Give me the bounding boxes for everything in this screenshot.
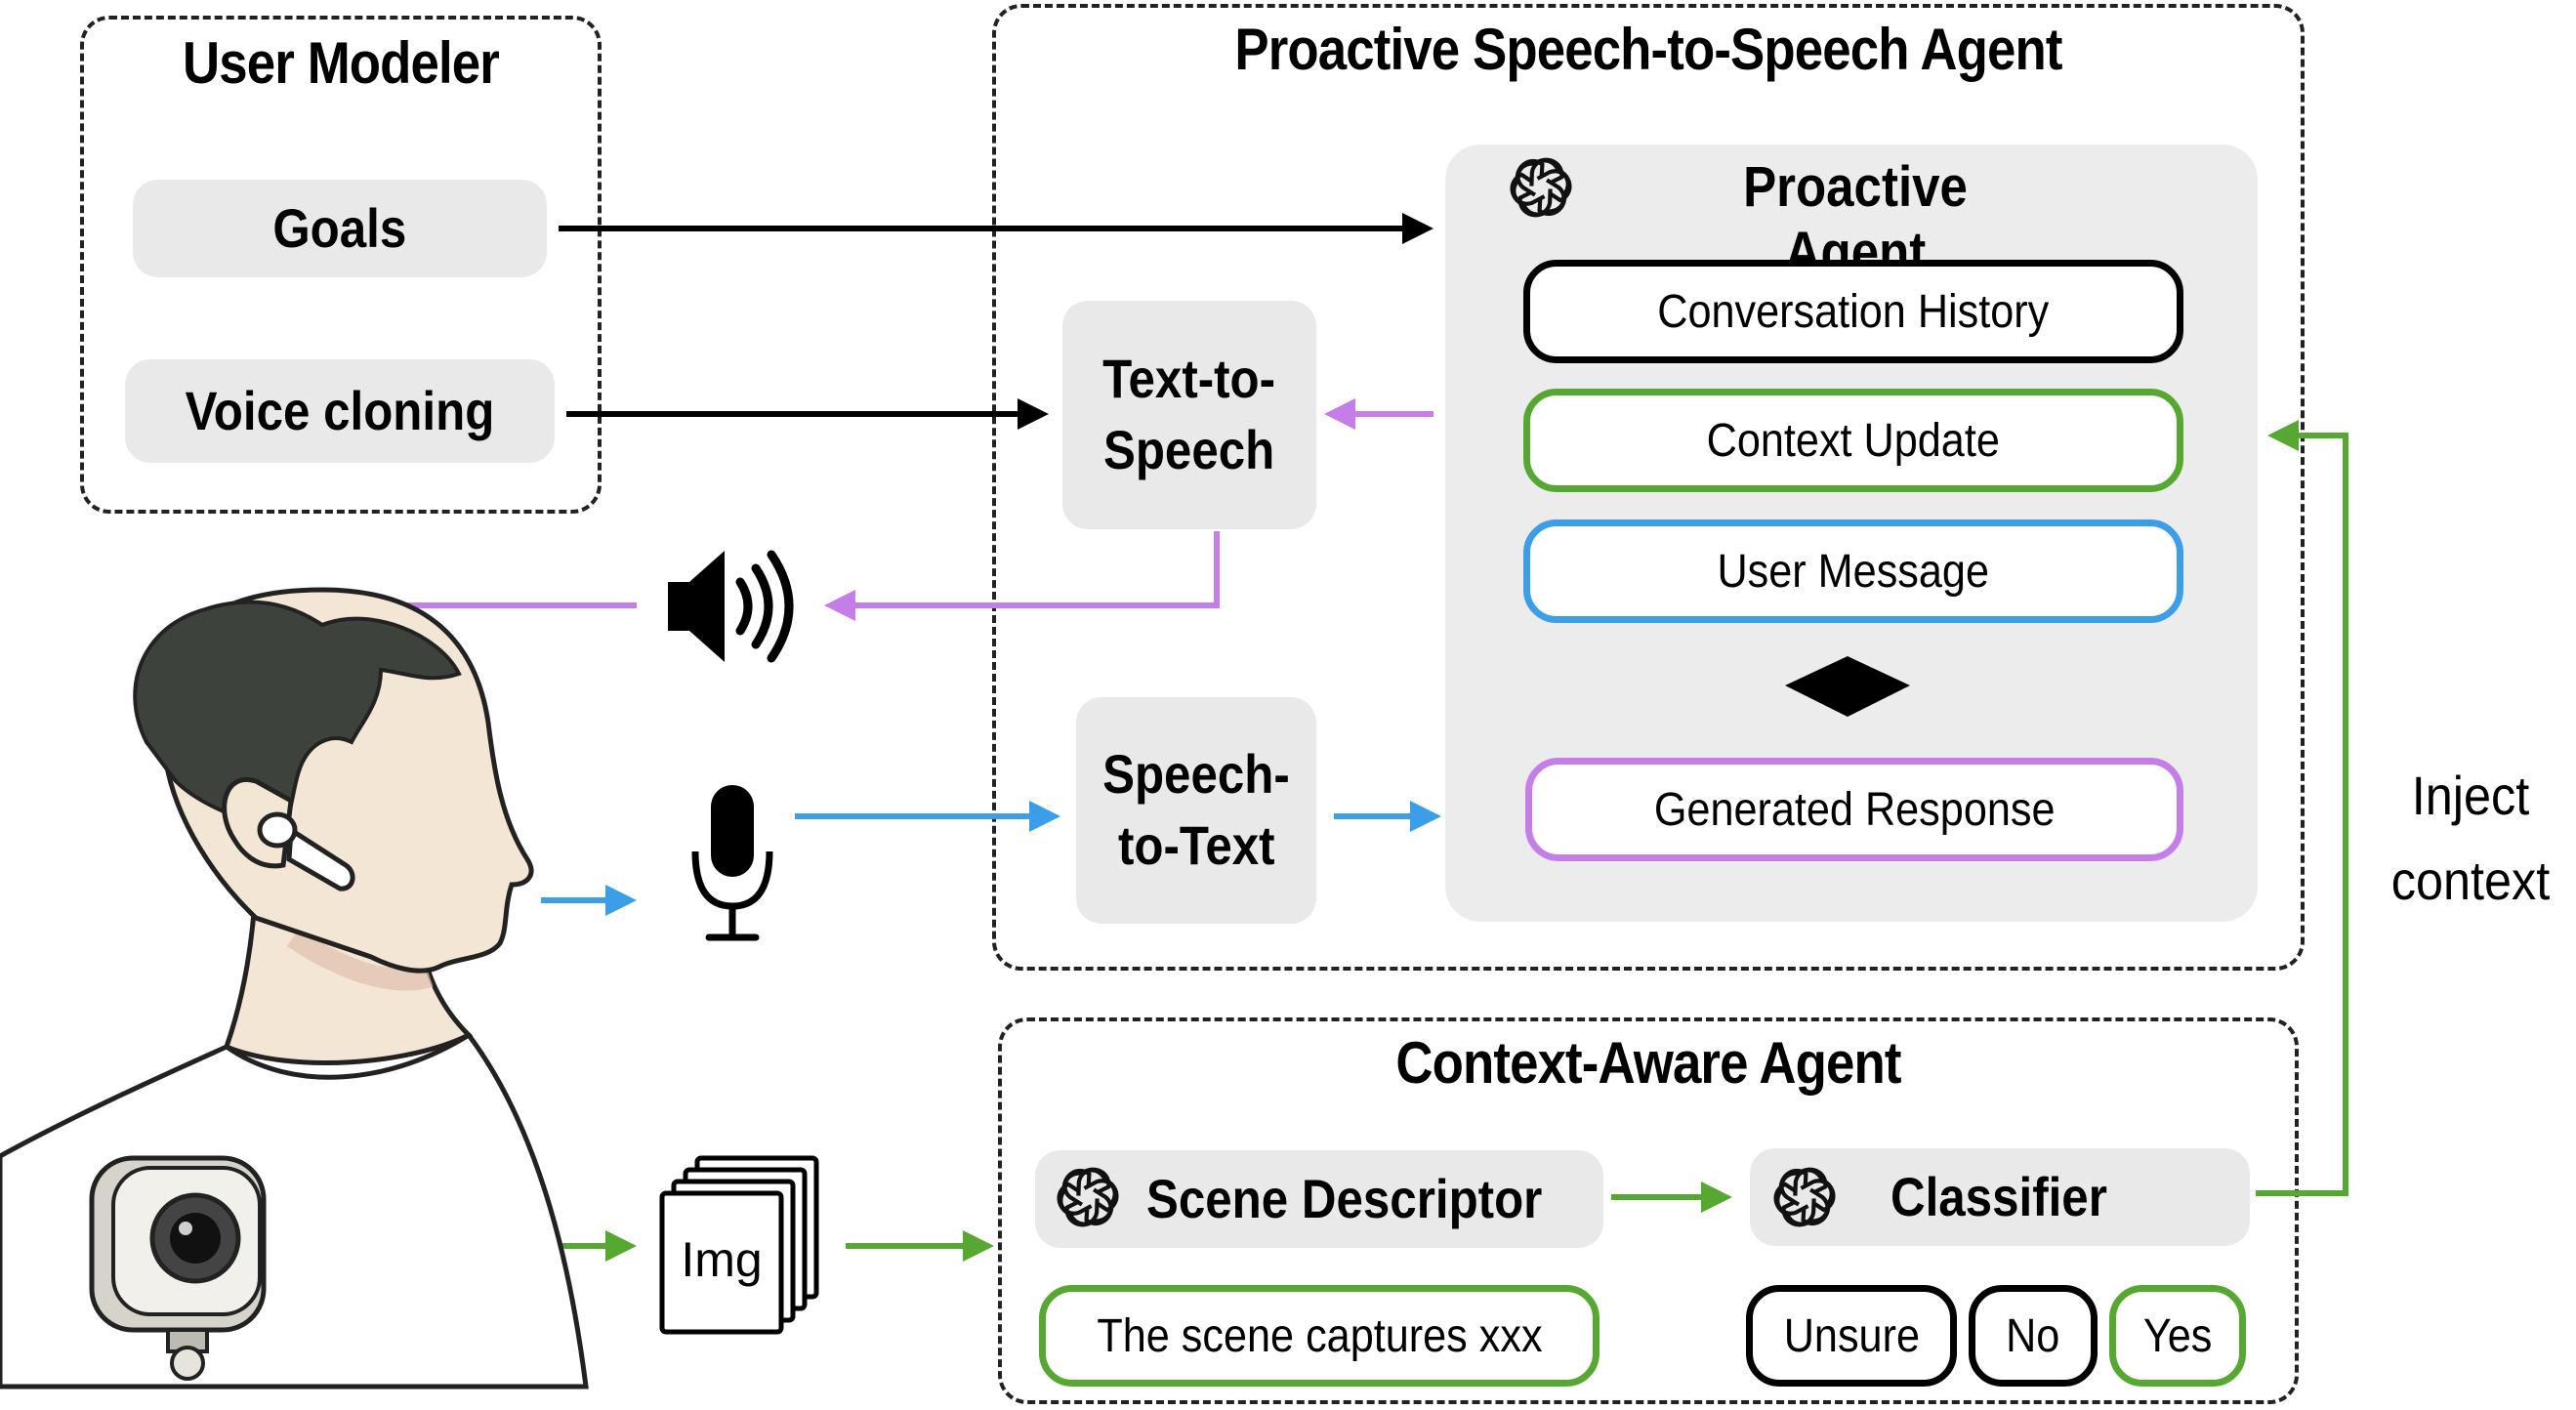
user-message-slot: User Message xyxy=(1523,519,2183,623)
classifier-label: Classifier xyxy=(1890,1165,2107,1227)
goals-label: Goals xyxy=(272,196,407,259)
generated-response-label: Generated Response xyxy=(1653,783,2056,836)
option-unsure-label: Unsure xyxy=(1783,1309,1920,1362)
option-no: No xyxy=(1969,1285,2098,1387)
voice-cloning-chip: Voice cloning xyxy=(125,359,555,463)
context-update-label: Context Update xyxy=(1706,414,2001,467)
option-unsure: Unsure xyxy=(1746,1285,1957,1387)
microphone-icon xyxy=(691,785,773,941)
user-modeler-title: User Modeler xyxy=(183,30,500,96)
inject-line1: Inject xyxy=(2411,765,2530,826)
img-label: Img xyxy=(681,1232,762,1287)
scene-descriptor-chip: Scene Descriptor xyxy=(1035,1150,1603,1248)
image-stack-icon: Img xyxy=(659,1155,819,1335)
camera-icon xyxy=(89,1155,267,1381)
conversation-history-slot: Conversation History xyxy=(1523,260,2183,363)
generated-response-slot: Generated Response xyxy=(1525,758,2183,861)
arrow-inject-context xyxy=(2256,420,2348,1196)
arrow-scene-to-classifier xyxy=(1611,1182,1732,1213)
user-message-label: User Message xyxy=(1717,545,1990,598)
context-update-slot: Context Update xyxy=(1523,389,2183,492)
scene-output-label: The scene captures xxx xyxy=(1096,1309,1543,1362)
speaker-icon xyxy=(668,550,794,663)
scene-descriptor-label: Scene Descriptor xyxy=(1146,1167,1543,1229)
stt-line2: to-Text xyxy=(1117,814,1275,876)
context-agent-title: Context-Aware Agent xyxy=(1395,1030,1901,1096)
arrow-stt-to-proactive xyxy=(1334,801,1441,832)
arrow-tts-to-speaker xyxy=(824,531,1220,621)
voice-cloning-label: Voice cloning xyxy=(185,379,495,441)
decision-diamond xyxy=(1785,656,1910,717)
openai-logo-icon xyxy=(1053,1163,1123,1230)
option-yes: Yes xyxy=(2109,1285,2246,1387)
goals-chip: Goals xyxy=(133,180,547,277)
arrow-img-to-context-agent xyxy=(846,1230,994,1262)
openai-logo-icon xyxy=(1769,1163,1840,1230)
arrow-mic-to-stt xyxy=(795,801,1060,832)
person-with-earbud-illustration xyxy=(0,587,589,1389)
text-to-speech-chip: Text-to- Speech xyxy=(1062,301,1316,529)
speech-agent-title: Proactive Speech-to-Speech Agent xyxy=(1234,17,2062,82)
user-modeler-group: User Modeler xyxy=(80,16,602,514)
tts-line2: Speech xyxy=(1103,419,1275,480)
arrow-mouth-to-mic xyxy=(541,885,637,916)
openai-logo-icon xyxy=(1506,153,1576,221)
option-no-label: No xyxy=(2006,1309,2060,1362)
stt-line1: Speech- xyxy=(1102,743,1290,806)
arrow-voice-to-tts xyxy=(566,398,1049,430)
option-yes-label: Yes xyxy=(2142,1309,2213,1362)
scene-output-slot: The scene captures xxx xyxy=(1039,1285,1600,1387)
inject-line2: context xyxy=(2390,849,2551,911)
arrow-proactive-to-tts xyxy=(1324,398,1433,430)
context-agent-group: Context-Aware Agent xyxy=(998,1017,2299,1404)
tts-line1: Text-to- xyxy=(1102,348,1276,410)
arrow-goals-to-proactive xyxy=(559,213,1433,244)
speech-agent-group: Proactive Speech-to-Speech Agent xyxy=(992,4,2305,971)
conversation-history-label: Conversation History xyxy=(1657,285,2050,338)
speech-to-text-chip: Speech- to-Text xyxy=(1076,697,1316,924)
inject-context-label: Inject context xyxy=(2363,754,2576,924)
classifier-chip: Classifier xyxy=(1750,1148,2250,1246)
